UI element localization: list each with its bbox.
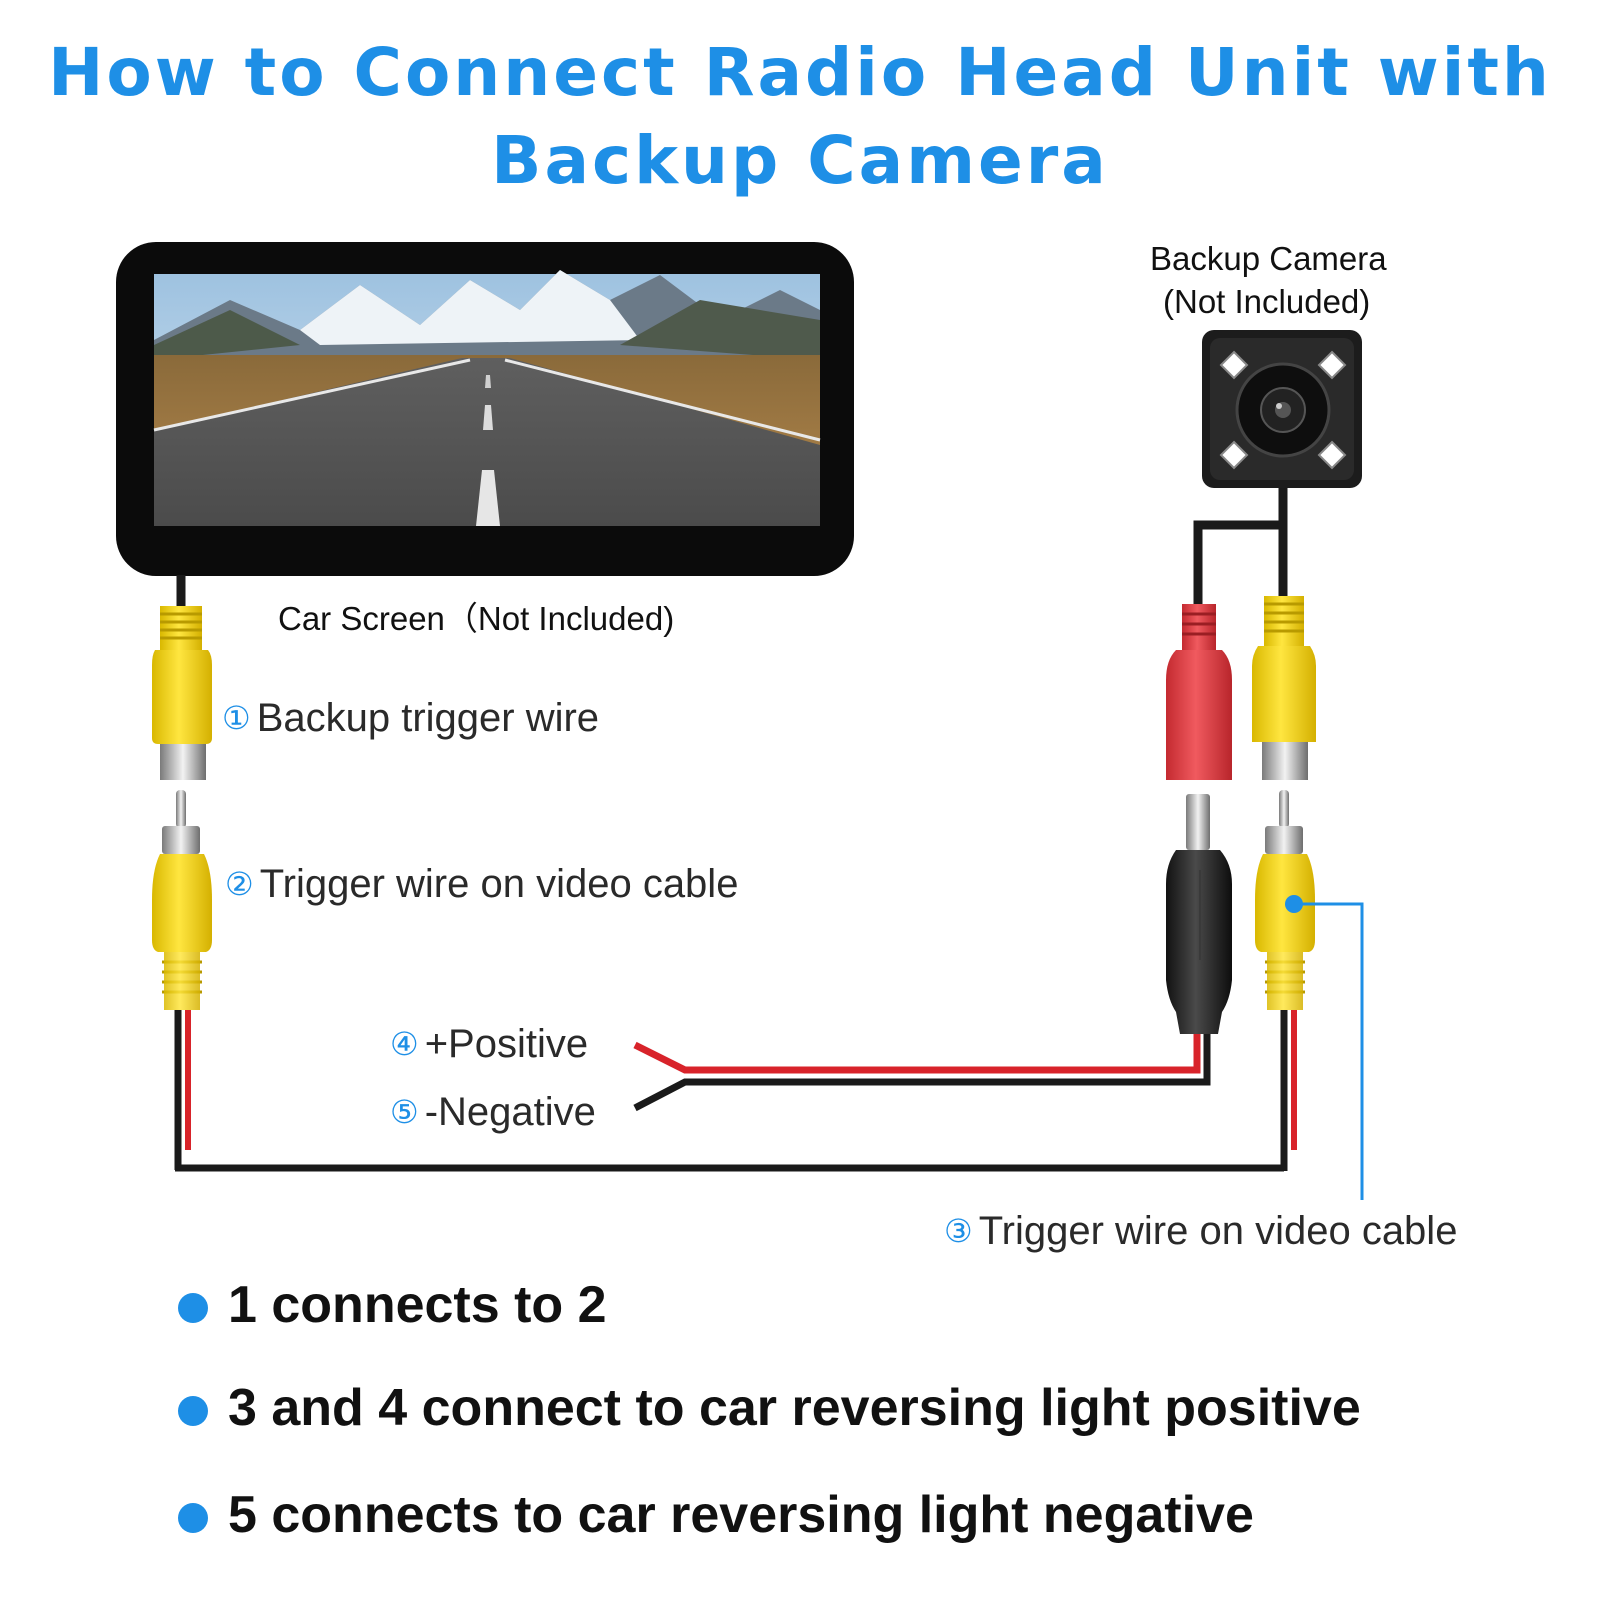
label-text-4: +Positive [424, 1022, 589, 1066]
camera-dc-female-red [1166, 604, 1232, 780]
car-screen [116, 242, 854, 576]
label-number-4: ④ [390, 1026, 419, 1062]
label-text-2: Trigger wire on video cable [259, 862, 739, 906]
bullet-dot [178, 1503, 208, 1533]
male-rca-connector-2 [152, 790, 212, 1010]
diagram-title-line-1: How to Connect Radio Head Unit with [48, 34, 1552, 111]
bullet-text: 1 connects to 2 [228, 1276, 607, 1334]
bullet-dot [178, 1396, 208, 1426]
label-text-5: -Negative [424, 1090, 596, 1134]
label-text-3: Trigger wire on video cable [978, 1209, 1458, 1253]
bullet-text: 3 and 4 connect to car reversing light p… [228, 1379, 1361, 1437]
label-positive: ④+Positive [390, 1022, 588, 1067]
screen-caption: Car Screen（Not Included) [278, 600, 675, 637]
label-number-1: ① [222, 700, 251, 736]
label-text-1: Backup trigger wire [256, 696, 600, 740]
male-rca-connector-3 [1255, 790, 1315, 1010]
camera-not-included-caption: (Not Included) [1163, 283, 1371, 320]
video-cable-harness [174, 1010, 1297, 1172]
diagram-title-line-2: Backup Camera [491, 122, 1109, 199]
camera-caption: Backup Camera [1150, 240, 1387, 277]
bullet-dot [178, 1293, 208, 1323]
female-rca-connector-1 [152, 606, 212, 780]
camera-cables [1193, 488, 1288, 612]
bullet-text: 5 connects to car reversing light negati… [228, 1486, 1254, 1544]
screen-road-image [153, 270, 821, 526]
power-wires [633, 1034, 1211, 1112]
male-dc-plug [1166, 794, 1232, 1034]
callout-line-3 [1285, 895, 1364, 1200]
label-negative: ⑤-Negative [390, 1090, 596, 1135]
label-number-2: ② [225, 866, 254, 902]
backup-camera [1202, 330, 1362, 488]
camera-rca-female-yellow [1252, 596, 1316, 780]
label-number-5: ⑤ [390, 1094, 419, 1130]
label-number-3: ③ [944, 1213, 973, 1249]
